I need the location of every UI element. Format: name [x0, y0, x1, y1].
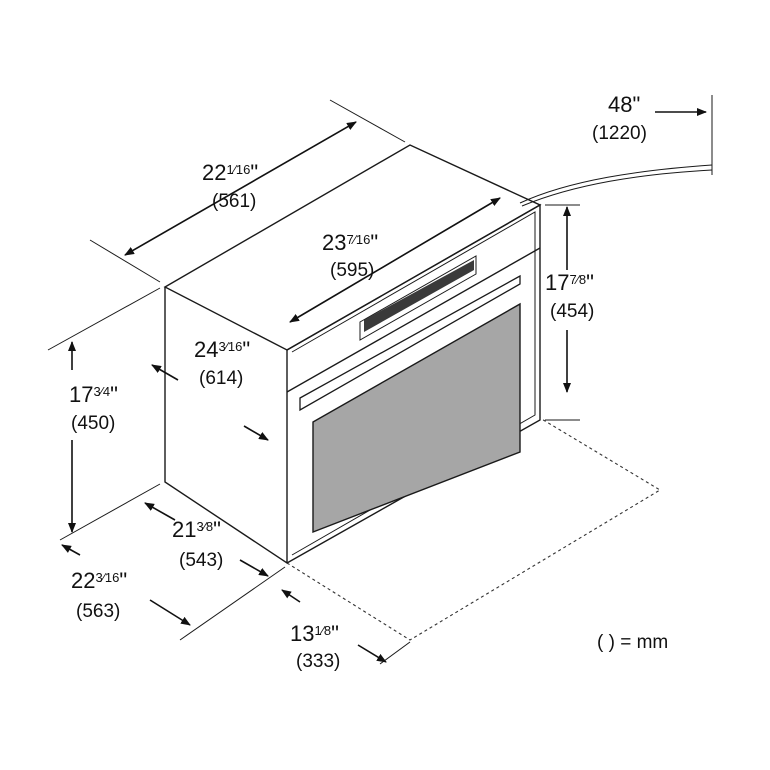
svg-text:237⁄16": 237⁄16": [322, 230, 378, 255]
oven-side-face: [164, 287, 288, 565]
dim-overall-depth: 223⁄16" (563): [71, 568, 127, 622]
dim-cutout-unit: ": [331, 621, 339, 646]
dim-overall-depth-mm: (563): [76, 601, 120, 622]
dim-cutout: 131⁄8" (333): [290, 621, 340, 672]
dim-front-width-whole: 23: [322, 230, 346, 255]
dim-front-height-mm: (454): [550, 301, 594, 322]
dim-side-depth-unit: ": [242, 337, 250, 362]
svg-text:173⁄4": 173⁄4": [69, 382, 118, 407]
dim-top-depth-mm: (561): [212, 191, 256, 212]
power-cord: [519, 164, 713, 204]
dim-side-depth-frac: 3⁄16: [218, 339, 242, 354]
svg-text:48": 48": [608, 92, 640, 117]
dim-cord-unit: ": [632, 92, 640, 117]
dim-front-width: 237⁄16" (595): [322, 230, 378, 281]
dim-cord-mm: (1220): [592, 123, 647, 144]
dim-bottom-depth-frac: 3⁄8: [196, 519, 213, 534]
dim-front-width-unit: ": [370, 230, 378, 255]
svg-text:213⁄8": 213⁄8": [172, 517, 221, 542]
dim-top-depth-unit: ": [250, 160, 258, 185]
dim-front-height: 177⁄8" (454): [545, 270, 594, 322]
dim-cord-whole: 48: [608, 92, 632, 117]
dim-side-depth-whole: 24: [194, 337, 218, 362]
dim-side-height-unit: ": [110, 382, 118, 407]
dim-front-width-frac: 7⁄16: [346, 232, 370, 247]
svg-text:177⁄8": 177⁄8": [545, 270, 594, 295]
dim-cutout-frac: 1⁄8: [314, 623, 331, 638]
dim-front-width-mm: (595): [330, 260, 374, 281]
dim-top-depth: 221⁄16" (561): [202, 160, 258, 212]
dim-top-depth-frac: 1⁄16: [226, 162, 250, 177]
dim-side-depth: 243⁄16" (614): [194, 337, 250, 389]
svg-text:221⁄16": 221⁄16": [202, 160, 258, 185]
dim-side-height: 173⁄4" (450): [69, 382, 118, 434]
dim-overall-depth-unit: ": [119, 568, 127, 593]
power-cord-2: [521, 169, 713, 207]
dim-side-depth-mm: (614): [199, 368, 243, 389]
cutout-outline: [286, 417, 662, 641]
dim-cord: 48" (1220): [592, 92, 647, 144]
oven-window: [312, 302, 521, 534]
dim-bottom-depth-whole: 21: [172, 517, 196, 542]
dim-cutout-mm: (333): [296, 651, 340, 672]
dim-front-height-unit: ": [586, 270, 594, 295]
unit-legend: ( ) = mm: [597, 632, 668, 653]
dim-overall-depth-whole: 22: [71, 568, 95, 593]
dim-bottom-depth-unit: ": [213, 517, 221, 542]
dim-cutout-whole: 13: [290, 621, 314, 646]
svg-text:243⁄16": 243⁄16": [194, 337, 250, 362]
dim-side-height-whole: 17: [69, 382, 93, 407]
dim-side-height-frac: 3⁄4: [93, 384, 110, 399]
dim-front-height-frac: 7⁄8: [569, 272, 586, 287]
svg-text:223⁄16": 223⁄16": [71, 568, 127, 593]
dim-overall-depth-frac: 3⁄16: [95, 570, 119, 585]
dim-bottom-depth-mm: (543): [179, 550, 223, 571]
dim-front-height-whole: 17: [545, 270, 569, 295]
dim-bottom-depth: 213⁄8" (543): [172, 517, 223, 571]
svg-text:131⁄8": 131⁄8": [290, 621, 339, 646]
dim-side-height-mm: (450): [71, 413, 115, 434]
dim-top-depth-whole: 22: [202, 160, 226, 185]
dimension-lines: [47, 99, 707, 665]
